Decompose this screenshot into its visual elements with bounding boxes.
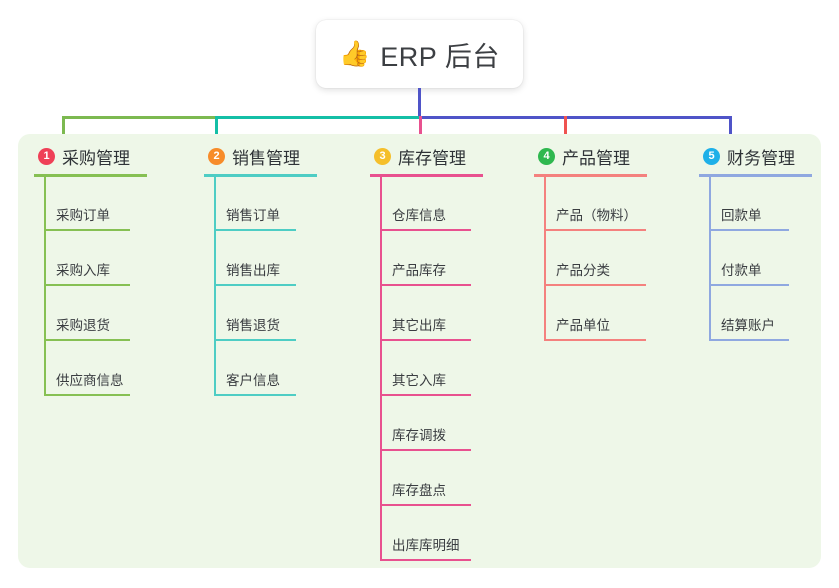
branch-leaf-label: 出库库明细 (392, 538, 460, 553)
branch-spine (709, 174, 711, 340)
branch-header-inventory[interactable]: 3 库存管理 (372, 142, 466, 170)
branch-leaf-label: 供应商信息 (56, 373, 124, 388)
branch-leaf-rule (709, 284, 789, 286)
branch-title: 产品管理 (562, 148, 630, 168)
root-node-title: ERP 后台 (380, 41, 500, 72)
branch-leaf-item[interactable]: 产品库存 (380, 259, 471, 286)
branch-leaf-label: 其它出库 (392, 318, 446, 333)
branch-leaf-item[interactable]: 销售出库 (214, 259, 296, 286)
branch-leaf-label: 销售出库 (226, 263, 280, 278)
bus-segment-teal (215, 116, 419, 119)
branch-leaf-rule (214, 394, 296, 396)
branch-leaf-label: 结算账户 (721, 318, 775, 333)
branch-leaf-item[interactable]: 其它出库 (380, 314, 471, 341)
branch-leaf-rule (380, 449, 471, 451)
branch-leaf-rule (44, 284, 130, 286)
branch-leaf-item[interactable]: 回款单 (709, 204, 789, 231)
branch-leaf-label: 产品分类 (556, 263, 610, 278)
branch-leaf-item[interactable]: 销售订单 (214, 204, 296, 231)
branch-leaf-label: 产品库存 (392, 263, 446, 278)
branch-header-rule (34, 174, 147, 177)
branch-leaf-label: 其它入库 (392, 373, 446, 388)
branch-number-badge: 1 (38, 147, 55, 165)
branch-number-badge: 5 (703, 147, 720, 165)
branch-spine (544, 174, 546, 340)
branch-leaf-item[interactable]: 库存盘点 (380, 479, 471, 506)
branch-leaf-rule (214, 284, 296, 286)
branch-leaf-rule (380, 339, 471, 341)
branch-leaf-rule (544, 284, 646, 286)
bus-segment-green (62, 116, 215, 119)
branch-leaf-label: 客户信息 (226, 373, 280, 388)
branch-leaf-item[interactable]: 产品分类 (544, 259, 646, 286)
branches-panel: 1 采购管理采购订单采购入库采购退货供应商信息 2 销售管理销售订单销售出库销售退货客… (18, 134, 821, 568)
branch-leaf-label: 采购订单 (56, 208, 110, 223)
branch-header-purchasing[interactable]: 1 采购管理 (36, 142, 130, 170)
branch-leaf-item[interactable]: 产品（物料） (544, 204, 646, 231)
trunk-connector (418, 88, 421, 119)
branch-leaf-item[interactable]: 采购入库 (44, 259, 130, 286)
thumbs-up-icon: 👍 (339, 39, 371, 68)
branch-leaf-rule (380, 229, 471, 231)
branch-leaf-rule (544, 229, 646, 231)
branch-number-badge: 2 (208, 147, 225, 165)
branch-leaf-item[interactable]: 其它入库 (380, 369, 471, 396)
branch-leaf-rule (214, 229, 296, 231)
branch-leaf-label: 销售退货 (226, 318, 280, 333)
branch-leaf-rule (544, 339, 646, 341)
branch-leaf-label: 库存调拨 (392, 428, 446, 443)
branch-leaf-rule (214, 339, 296, 341)
branch-leaf-item[interactable]: 结算账户 (709, 314, 789, 341)
branch-leaf-item[interactable]: 仓库信息 (380, 204, 471, 231)
branch-leaf-rule (380, 504, 471, 506)
branch-leaf-label: 回款单 (721, 208, 762, 223)
branch-leaf-item[interactable]: 库存调拨 (380, 424, 471, 451)
branch-leaf-rule (380, 394, 471, 396)
branch-leaf-item[interactable]: 采购订单 (44, 204, 130, 231)
branch-leaf-label: 采购退货 (56, 318, 110, 333)
branch-leaf-item[interactable]: 付款单 (709, 259, 789, 286)
branch-leaf-item[interactable]: 采购退货 (44, 314, 130, 341)
branch-leaf-item[interactable]: 产品单位 (544, 314, 646, 341)
branch-leaf-rule (44, 339, 130, 341)
branch-leaf-label: 仓库信息 (392, 208, 446, 223)
branch-header-rule (699, 174, 812, 177)
branch-spine (380, 174, 382, 560)
branch-title: 财务管理 (727, 148, 795, 168)
branch-leaf-rule (709, 339, 789, 341)
branch-leaf-label: 库存盘点 (392, 483, 446, 498)
branch-header-rule (534, 174, 647, 177)
branch-title: 采购管理 (62, 148, 130, 168)
branch-leaf-rule (44, 394, 130, 396)
branch-leaf-item[interactable]: 供应商信息 (44, 369, 130, 396)
branch-header-rule (370, 174, 483, 177)
branch-leaf-item[interactable]: 出库库明细 (380, 534, 471, 561)
branch-header-finance[interactable]: 5 财务管理 (701, 142, 795, 170)
branch-number-badge: 4 (538, 147, 555, 165)
branch-title: 销售管理 (232, 148, 300, 168)
branch-title: 库存管理 (398, 148, 466, 168)
branch-leaf-rule (380, 284, 471, 286)
branch-leaf-label: 产品单位 (556, 318, 610, 333)
branch-header-rule (204, 174, 317, 177)
branch-leaf-label: 产品（物料） (556, 208, 637, 223)
bus-segment-indigo (419, 116, 730, 119)
branch-leaf-label: 付款单 (721, 263, 762, 278)
branch-leaf-rule (709, 229, 789, 231)
branch-leaf-rule (44, 229, 130, 231)
branch-number-badge: 3 (374, 147, 391, 165)
branch-leaf-item[interactable]: 销售退货 (214, 314, 296, 341)
branch-leaf-rule (380, 559, 471, 561)
branch-leaf-label: 销售订单 (226, 208, 280, 223)
root-node-card[interactable]: 👍 ERP 后台 (316, 20, 523, 88)
branch-leaf-item[interactable]: 客户信息 (214, 369, 296, 396)
branch-header-product[interactable]: 4 产品管理 (536, 142, 630, 170)
branch-header-sales[interactable]: 2 销售管理 (206, 142, 300, 170)
branch-leaf-label: 采购入库 (56, 263, 110, 278)
